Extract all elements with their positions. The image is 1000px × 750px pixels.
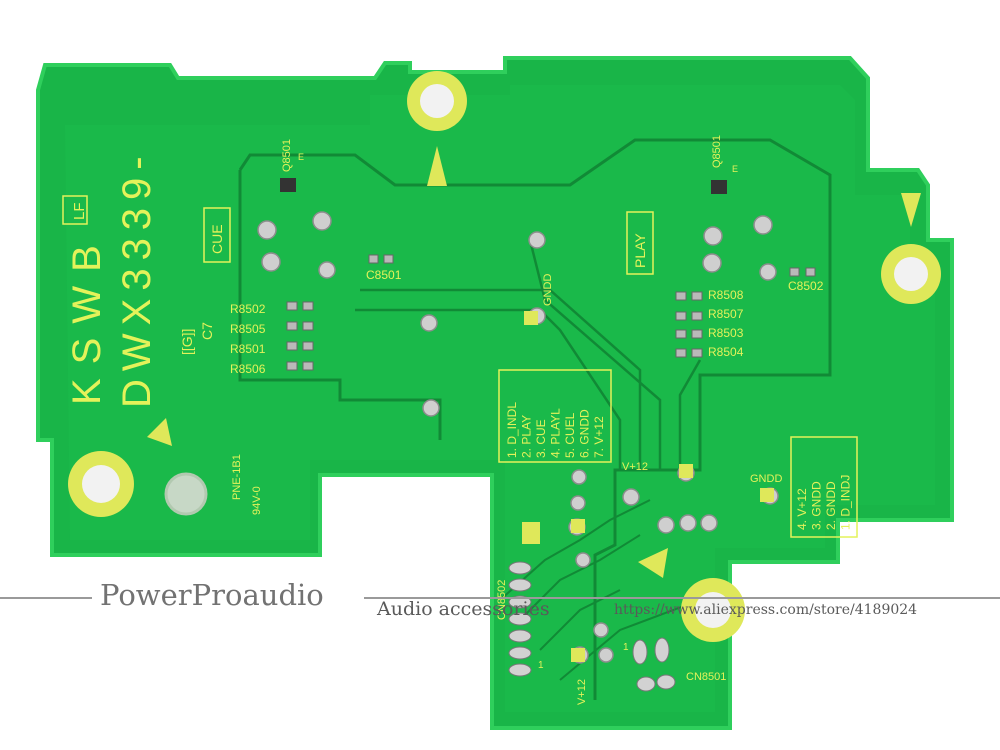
- ref-r8505: R8505: [230, 322, 266, 336]
- pinout-right-item: 1. D_INDJ: [839, 475, 853, 530]
- ref-r8506: R8506: [230, 362, 266, 376]
- ref-gndd-right: GNDD: [750, 473, 782, 485]
- rev-c7: C7: [199, 322, 215, 340]
- watermark-url: https://www.aliexpress.com/store/4189024: [614, 602, 918, 618]
- ref-pin1: 1: [538, 660, 544, 671]
- ref-r8502: R8502: [230, 302, 266, 316]
- watermark-rule-right: [364, 597, 1000, 599]
- pinout-left-item: 2. PLAY: [520, 415, 534, 458]
- ref-r8507: R8507: [708, 307, 744, 321]
- ref-94v0: 94V-0: [251, 486, 263, 515]
- arrow-mark-right: [901, 193, 921, 227]
- solder-pads: [257, 211, 779, 664]
- ref-q-right: Q8501: [711, 135, 723, 168]
- model-line1: KSWB: [65, 231, 109, 405]
- watermark-brand: PowerProaudio: [96, 578, 328, 612]
- pinout-left-item: 1. D_INDL: [505, 402, 519, 458]
- trace-outline: [238, 138, 832, 700]
- pinout-right-item: 2. GNDD: [824, 481, 838, 530]
- mount-hole-bottom-right: [681, 578, 745, 642]
- mount-hole-top: [407, 71, 467, 131]
- ref-e2: E: [732, 164, 738, 174]
- trace-bus: [355, 239, 702, 470]
- watermark-rule-left: [0, 597, 92, 599]
- pinout-left-item: 4. PLAYL: [549, 408, 563, 458]
- arrow-mark-top: [427, 146, 447, 186]
- ref-cn8501: CN8501: [686, 671, 726, 683]
- mount-hole-right: [881, 244, 941, 304]
- trace-lower: [499, 499, 701, 681]
- smd-components: [286, 254, 816, 371]
- ref-r8504: R8504: [708, 345, 744, 359]
- pinout-box-right: [790, 436, 858, 538]
- pinout-left-item: 3. CUE: [534, 419, 548, 458]
- label-box-play: [626, 211, 654, 275]
- ref-q-left: Q8501: [281, 139, 293, 172]
- pinout-box-left: [498, 369, 612, 463]
- pinout-left-item: 5. CUEL: [563, 412, 577, 458]
- ref-gndd-left: GNDD: [542, 274, 554, 306]
- connector-cn8502-pins: [508, 561, 532, 677]
- model-lf-mark: LF: [71, 202, 88, 220]
- label-cue: CUE: [209, 224, 225, 254]
- arrow-mark-left: [147, 418, 172, 446]
- ref-c8501: C8501: [366, 268, 402, 282]
- ref-r8501: R8501: [230, 342, 266, 356]
- label-box-cue: [203, 207, 231, 263]
- ref-pin1b: 1: [623, 642, 629, 653]
- ref-cn8502: CN8502: [496, 580, 508, 620]
- pinout-left-item: 7. V+12: [592, 416, 606, 458]
- label-play: PLAY: [632, 233, 648, 268]
- lf-box: [62, 195, 88, 225]
- ref-pne: PNE-1B1: [231, 454, 243, 500]
- pinout-right-item: 3. GNDD: [810, 481, 824, 530]
- ref-c8502: C8502: [788, 279, 824, 293]
- pinout-left-item: 6. GNDD: [578, 409, 592, 458]
- unplated-hole: [164, 472, 208, 516]
- connector-cn8501-pins: [632, 637, 676, 692]
- arrow-mark-bottom: [638, 548, 668, 578]
- mount-hole-bottom-left: [68, 451, 134, 517]
- watermark-tagline: Audio accessories: [377, 598, 550, 620]
- transistor-q8501-left: [280, 178, 296, 192]
- ref-vplus12-mid: V+12: [622, 461, 648, 473]
- ref-r8508: R8508: [708, 288, 744, 302]
- rev-mark: [[G]]: [179, 329, 195, 355]
- pinout-right-item: 4. V+12: [795, 488, 809, 530]
- pad-squares: [522, 311, 774, 662]
- ref-e1: E: [298, 152, 304, 162]
- model-line2: DWX3339-: [115, 148, 159, 408]
- ref-vplus12-bottom: V+12: [576, 679, 588, 705]
- transistor-q8501-right: [711, 180, 727, 194]
- ref-r8503: R8503: [708, 326, 744, 340]
